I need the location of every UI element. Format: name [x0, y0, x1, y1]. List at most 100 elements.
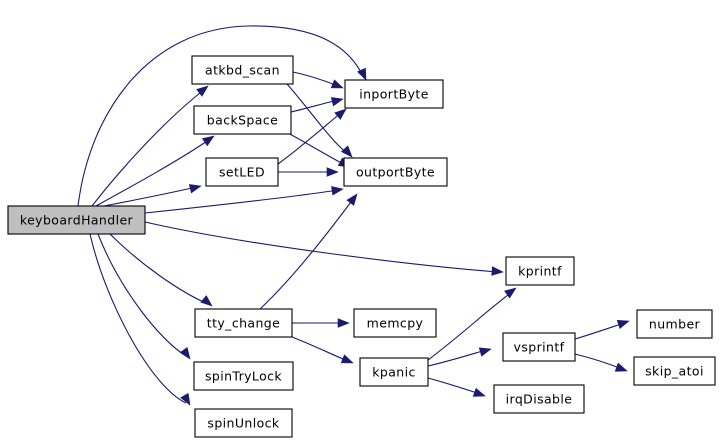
- node-label: backSpace: [207, 113, 278, 128]
- arrow-head-icon: [340, 354, 354, 364]
- node-label: spinUnlock: [207, 416, 280, 431]
- edge-line: [89, 233, 187, 404]
- node-box[interactable]: [502, 332, 576, 362]
- arrow-head-icon: [472, 387, 486, 397]
- node-setLED[interactable]: setLED: [205, 157, 279, 187]
- edge-line: [292, 71, 339, 87]
- node-box[interactable]: [343, 157, 448, 187]
- edge-line: [427, 349, 487, 367]
- edge-keyboardHandler-to-kprintf: [144, 221, 504, 276]
- edge-keyboardHandler-to-outportByte: [144, 186, 344, 214]
- node-backSpace[interactable]: backSpace: [193, 105, 292, 135]
- edge-line: [427, 291, 513, 361]
- edge-kpanic-to-irqDisable: [427, 377, 486, 397]
- node-label: tty_change: [207, 316, 280, 331]
- arrow-head-icon: [337, 318, 350, 328]
- node-box[interactable]: [194, 308, 293, 338]
- node-vsprintf[interactable]: vsprintf: [502, 332, 576, 362]
- edge-tty_change-to-outportByte: [259, 193, 358, 310]
- node-box[interactable]: [636, 309, 713, 339]
- edge-line: [286, 83, 349, 155]
- node-box[interactable]: [193, 361, 294, 391]
- node-spinTryLock[interactable]: spinTryLock: [193, 361, 294, 391]
- edge-keyboardHandler-to-tty_change: [109, 233, 213, 307]
- arrow-head-icon: [331, 186, 344, 196]
- node-memcpy[interactable]: memcpy: [353, 308, 437, 338]
- edge-line: [103, 186, 197, 207]
- edge-line: [95, 138, 211, 207]
- edge-keyboardHandler-to-spinTryLock: [97, 233, 191, 360]
- node-kprintf[interactable]: kprintf: [505, 256, 575, 286]
- node-atkbd_scan[interactable]: atkbd_scan: [191, 55, 294, 85]
- node-box[interactable]: [633, 356, 716, 386]
- edge-line: [77, 25, 365, 207]
- arrow-head-icon: [340, 145, 353, 158]
- node-label: vsprintf: [514, 340, 565, 355]
- node-number[interactable]: number: [636, 309, 713, 339]
- node-box[interactable]: [344, 79, 444, 109]
- node-tty_change[interactable]: tty_change: [194, 308, 293, 338]
- arrow-head-icon: [357, 67, 367, 81]
- edge-tty_change-to-memcpy: [292, 318, 350, 328]
- node-label: inportByte: [359, 87, 429, 102]
- node-label: kpanic: [372, 365, 416, 380]
- edge-setLED-to-outportByte: [278, 167, 339, 177]
- node-skip_atoi[interactable]: skip_atoi: [633, 356, 716, 386]
- arrow-head-icon: [200, 295, 213, 307]
- node-label: memcpy: [367, 316, 424, 331]
- node-box[interactable]: [193, 105, 292, 135]
- edge-line: [574, 353, 623, 370]
- edge-keyboardHandler-to-inportByte: [77, 25, 367, 207]
- node-irqDisable[interactable]: irqDisable: [493, 384, 585, 414]
- node-box[interactable]: [191, 55, 294, 85]
- edge-keyboardHandler-to-atkbd_scan: [91, 85, 209, 207]
- arrow-head-icon: [330, 79, 344, 89]
- node-inportByte[interactable]: inportByte: [344, 79, 444, 109]
- arrow-head-icon: [491, 266, 504, 276]
- node-label: number: [649, 317, 701, 332]
- arrow-head-icon: [188, 184, 202, 194]
- node-keyboardHandler[interactable]: keyboardHandler: [7, 205, 146, 235]
- node-outportByte[interactable]: outportByte: [343, 157, 448, 187]
- edges-layer: [77, 25, 630, 406]
- arrow-head-icon: [334, 108, 347, 120]
- node-box[interactable]: [205, 157, 279, 187]
- node-kpanic[interactable]: kpanic: [359, 357, 429, 387]
- edge-line: [144, 221, 499, 273]
- edge-vsprintf-to-number: [574, 319, 630, 340]
- node-box[interactable]: [505, 256, 575, 286]
- edge-line: [97, 233, 187, 357]
- node-spinUnlock[interactable]: spinUnlock: [194, 408, 293, 438]
- edge-keyboardHandler-to-spinUnlock: [89, 233, 191, 406]
- edge-kpanic-to-kprintf: [427, 287, 517, 361]
- edge-atkbd_scan-to-outportByte: [286, 83, 353, 158]
- node-box[interactable]: [7, 205, 146, 235]
- edge-vsprintf-to-skip_atoi: [574, 353, 628, 372]
- arrow-head-icon: [478, 347, 492, 357]
- edge-tty_change-to-kpanic: [291, 336, 354, 364]
- node-label: atkbd_scan: [205, 63, 280, 78]
- node-box[interactable]: [194, 408, 293, 438]
- edge-kpanic-to-vsprintf: [427, 347, 492, 367]
- arrow-head-icon: [179, 347, 191, 360]
- node-box[interactable]: [353, 308, 437, 338]
- edge-line: [144, 189, 339, 214]
- arrow-head-icon: [180, 392, 191, 406]
- arrow-head-icon: [346, 193, 358, 206]
- arrow-head-icon: [504, 287, 517, 299]
- edge-line: [574, 322, 625, 340]
- edge-line: [277, 111, 343, 165]
- arrow-head-icon: [201, 135, 215, 147]
- arrow-head-icon: [616, 319, 630, 329]
- arrow-head-icon: [196, 85, 209, 97]
- node-label: kprintf: [518, 264, 562, 279]
- edge-backSpace-to-inportByte: [290, 97, 344, 113]
- node-box[interactable]: [493, 384, 585, 414]
- node-label: irqDisable: [506, 392, 573, 407]
- node-label: spinTryLock: [205, 369, 282, 384]
- nodes-layer: keyboardHandler atkbd_scan inportByte backS…: [7, 55, 716, 438]
- node-label: outportByte: [356, 165, 435, 180]
- edge-atkbd_scan-to-inportByte: [292, 71, 344, 89]
- node-box[interactable]: [359, 357, 429, 387]
- edge-line: [291, 336, 349, 362]
